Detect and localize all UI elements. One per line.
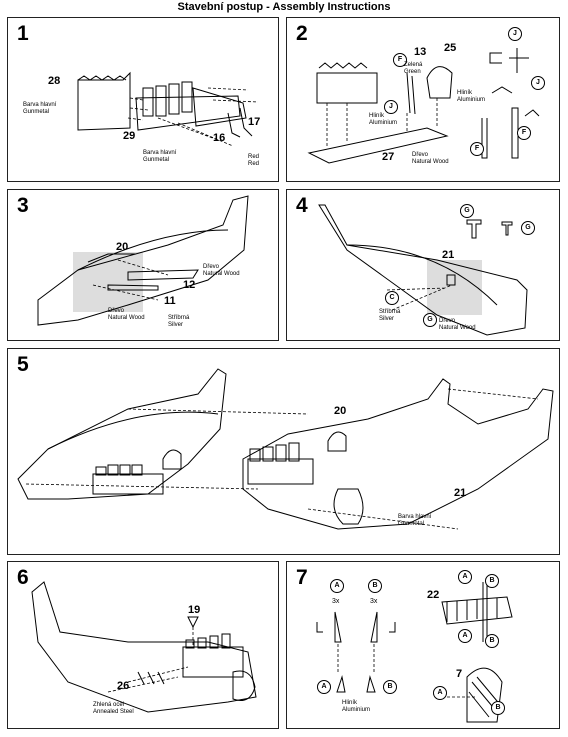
- step-5-drawing: [17, 368, 554, 530]
- part-number: 13: [414, 46, 427, 58]
- callout-F: F: [470, 142, 484, 156]
- callout-G: G: [460, 204, 474, 218]
- part-number: 17: [248, 116, 261, 128]
- color-label: Dřevo Natural Wood: [108, 308, 145, 321]
- callout-J: J: [531, 76, 545, 90]
- quantity-label: 3x: [370, 598, 378, 605]
- callout-J: J: [384, 100, 398, 114]
- step-3-panel: 3 20 12 11 Dřevo Natural Wood Dřevo Natu…: [7, 189, 279, 341]
- color-label: Stříbrná Silver: [168, 315, 190, 328]
- part-number: 11: [164, 295, 176, 307]
- color-label: Stříbrná Silver: [379, 309, 401, 322]
- step-number: 7: [296, 566, 308, 589]
- callout-A: A: [330, 579, 344, 593]
- color-label: Barva hlavní Gunmetal: [398, 514, 432, 527]
- callout-B: A: [458, 629, 472, 643]
- callout-J: J: [508, 27, 522, 41]
- step-7-panel: 7 A B A B A B A B A B 3x 3x 22 7 Hliník …: [286, 561, 560, 729]
- part-number: 21: [454, 487, 467, 499]
- color-label: Barva hlavní Gunmetal: [143, 150, 177, 163]
- step-6-drawing: [31, 581, 257, 713]
- callout-F: F: [517, 126, 531, 140]
- callout-B: B: [491, 701, 505, 715]
- callout-F: F: [393, 53, 407, 67]
- color-label: Hliník Aluminium: [369, 113, 398, 126]
- color-label: Hliník Aluminium: [342, 700, 371, 713]
- part-number: 21: [442, 249, 455, 261]
- step-3-drawing: [37, 195, 249, 326]
- color-label: Hliník Aluminium: [457, 90, 486, 103]
- step-number: 2: [296, 22, 308, 45]
- callout-A: A: [317, 680, 331, 694]
- part-number: 19: [188, 604, 201, 616]
- step-6-panel: 6 19 26 Zhlená ocel Annealed Steel: [7, 561, 279, 729]
- callout-B: B: [485, 574, 499, 588]
- part-number: 20: [334, 405, 347, 417]
- color-label: Dřevo Natural Wood: [412, 152, 449, 165]
- part-number: 27: [382, 151, 395, 163]
- color-label: Barva hlavní Gunmetal: [23, 102, 57, 115]
- callout-B: B: [383, 680, 397, 694]
- part-number: 7: [456, 668, 463, 680]
- callout-G: G: [423, 313, 437, 327]
- step-number: 3: [17, 194, 29, 217]
- part-number: 25: [444, 42, 457, 54]
- step-4-drawing: [318, 204, 528, 336]
- callout-B: B: [368, 579, 382, 593]
- part-number: 22: [427, 589, 440, 601]
- step-number: 6: [17, 566, 29, 589]
- step-1-drawing: [77, 71, 259, 147]
- step-5-panel: 5 20 21 Barva hlavní Gunmetal: [7, 348, 560, 555]
- step-number: 5: [17, 353, 29, 376]
- step-number: 1: [17, 22, 29, 45]
- callout-G: G: [521, 221, 535, 235]
- color-label: Dřevo Natural Wood: [203, 264, 240, 277]
- callout-A: B: [485, 634, 499, 648]
- part-number: 12: [183, 279, 196, 291]
- part-number: 29: [123, 130, 136, 142]
- callout-A: A: [433, 686, 447, 700]
- callout-C: C: [385, 291, 399, 305]
- color-label: Dřevo Natural Wood: [439, 318, 476, 331]
- part-number: 20: [116, 241, 129, 253]
- step-2-drawing: [307, 48, 540, 164]
- step-7-drawing: [316, 582, 513, 723]
- page-title: Stavební postup - Assembly Instructions: [177, 1, 391, 13]
- part-number: 16: [213, 132, 226, 144]
- color-label: Zhlená ocel Annealed Steel: [93, 702, 134, 715]
- callout-A: A: [458, 570, 472, 584]
- step-number: 4: [296, 194, 308, 217]
- step-4-panel: 4 21 G G C G Stříbrná Silver Dřevo Natur…: [286, 189, 560, 341]
- color-label: Zelená Green: [404, 62, 423, 75]
- color-label: Red Red: [248, 154, 260, 167]
- part-number: 28: [48, 75, 61, 87]
- step-2-panel: 2 13 25 27 J F J J F F Zelená Green Hlin…: [286, 17, 560, 182]
- step-1-panel: 1 28 29 16 17 Barva hlavní Gunmetal Barv…: [7, 17, 279, 182]
- part-number: 26: [117, 680, 130, 692]
- quantity-label: 3x: [332, 598, 340, 605]
